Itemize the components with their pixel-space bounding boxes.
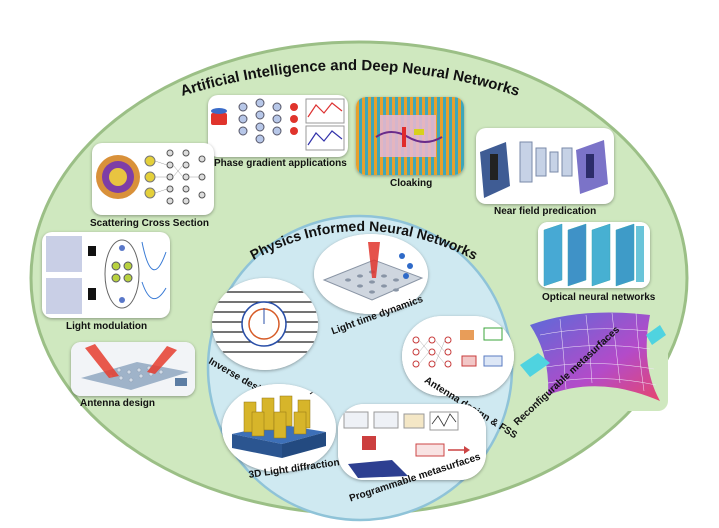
near-field-caption: Near field predication <box>494 206 597 217</box>
optical-nn-caption: Optical neural networks <box>542 292 656 303</box>
cloaking-image <box>356 97 464 175</box>
antenna-design-caption: Antenna design <box>80 398 156 409</box>
diffraction-image <box>222 384 336 472</box>
antenna-fss-image <box>402 316 514 396</box>
scattering-image <box>92 143 214 215</box>
light-modulation-image <box>42 232 170 318</box>
scattering-caption: Scattering Cross Section <box>90 218 209 229</box>
cloaking-caption: Cloaking <box>390 178 433 189</box>
near-field-image <box>476 128 614 204</box>
optical-nn-image <box>538 222 650 288</box>
phase-gradient-image <box>208 95 348 157</box>
antenna-design-image <box>71 342 195 396</box>
inverse-design-image <box>212 278 318 370</box>
phase-gradient-caption: Phase gradient applications <box>214 158 347 169</box>
light-modulation-caption: Light modulation <box>66 321 148 332</box>
programmable-image <box>338 404 486 480</box>
reconfigurable-image <box>520 305 668 411</box>
light-time-dynamics-image <box>314 234 428 314</box>
